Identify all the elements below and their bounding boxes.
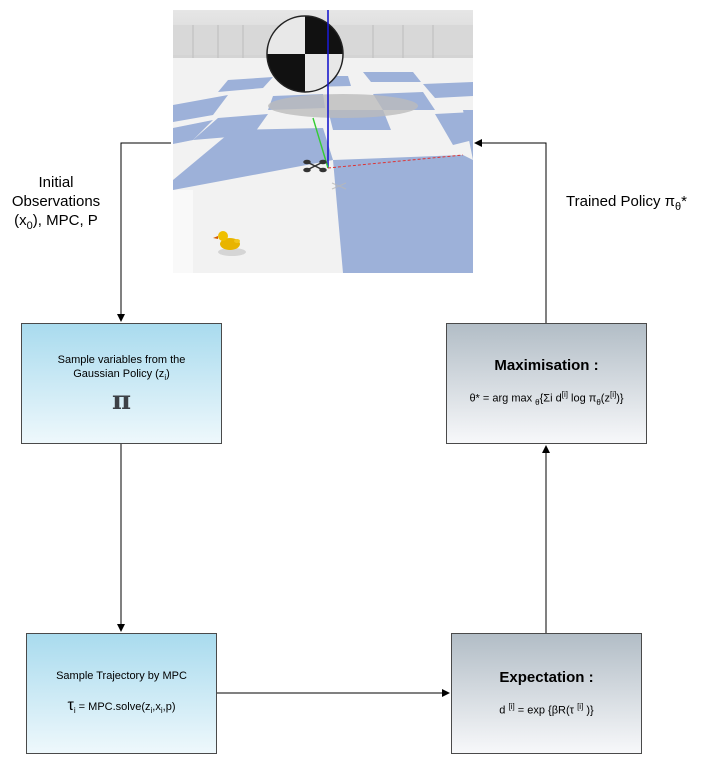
trained-theta: θ	[675, 201, 682, 213]
tau-sub: i	[73, 706, 76, 716]
initial-x: (x	[14, 212, 27, 229]
trajectory-formula: τi = MPC.solve(zi,xi,p)	[67, 696, 176, 718]
sample-close: )	[166, 368, 170, 381]
exp-f2-sup: [i]	[577, 702, 584, 712]
simulation-scene-image	[173, 10, 473, 273]
initial-label-line3: (x0), MPC, P	[2, 211, 110, 236]
expectation-formula: d [i] = exp {βR(τ [i] )}	[499, 700, 593, 718]
initial-x-subscript: 0	[26, 220, 33, 232]
expectation-box: Expectation : d [i] = exp {βR(τ [i] )}	[451, 633, 642, 754]
max-f4-sup: [i]	[609, 390, 617, 400]
maximisation-title: Maximisation :	[494, 357, 599, 375]
formula-comma: ,x	[152, 700, 161, 713]
exp-f1-sup: [i]	[508, 702, 515, 712]
sample-trajectory-box: Sample Trajectory by MPC τi = MPC.solve(…	[26, 633, 217, 754]
exp-f2: = exp {βR(τ	[514, 704, 578, 717]
arrow-maximisation-to-image	[474, 139, 547, 323]
max-f1-sub: θ	[535, 397, 540, 407]
maximisation-box: Maximisation : θ* = arg max θ{Σi d[i] lo…	[446, 323, 647, 444]
max-f5: )}	[616, 392, 624, 405]
formula-a: = MPC.solve(z	[75, 700, 151, 713]
trained-star: *	[681, 193, 687, 210]
max-f4: (z	[600, 392, 610, 405]
maximisation-formula: θ* = arg max θ{Σi d[i] log πθ(z[i])}	[469, 388, 623, 410]
max-f3-sub: θ	[596, 397, 601, 407]
trained-pi: π	[664, 193, 676, 210]
expectation-title: Expectation :	[499, 669, 594, 687]
max-f1: θ* = arg max	[469, 392, 536, 405]
arrow-image-to-sample	[117, 142, 171, 322]
trained-policy-label: Trained Policy πθ*	[566, 192, 687, 217]
sample-variables-box: Sample variables from the Gaussian Polic…	[21, 323, 222, 444]
max-f3: log π	[567, 392, 597, 405]
max-f2-sup: [i]	[561, 390, 568, 400]
formula-b: ,p)	[162, 700, 176, 713]
exp-f1: d	[499, 704, 509, 717]
sample-sub: i	[164, 373, 167, 383]
max-f2: {Σi d	[539, 392, 562, 405]
sample-text: Sample variables from the Gaussian Polic…	[57, 354, 186, 381]
initial-label-line1: Initial	[38, 174, 74, 191]
exp-f3: )}	[583, 704, 594, 717]
initial-label-line2: Observations	[11, 193, 101, 210]
tau-symbol: τ	[67, 696, 74, 714]
sample-variables-text: Sample variables from the Gaussian Polic…	[42, 353, 202, 385]
trajectory-title: Sample Trajectory by MPC	[56, 669, 187, 682]
initial-rest: ), MPC, P	[32, 212, 98, 229]
trained-text: Trained Policy	[566, 193, 665, 210]
initial-observations-label: Initial Observations (x0), MPC, P	[2, 173, 110, 236]
pi-symbol: π	[111, 385, 132, 416]
sub-i1: i	[150, 706, 153, 716]
sub-i2: i	[160, 706, 163, 716]
